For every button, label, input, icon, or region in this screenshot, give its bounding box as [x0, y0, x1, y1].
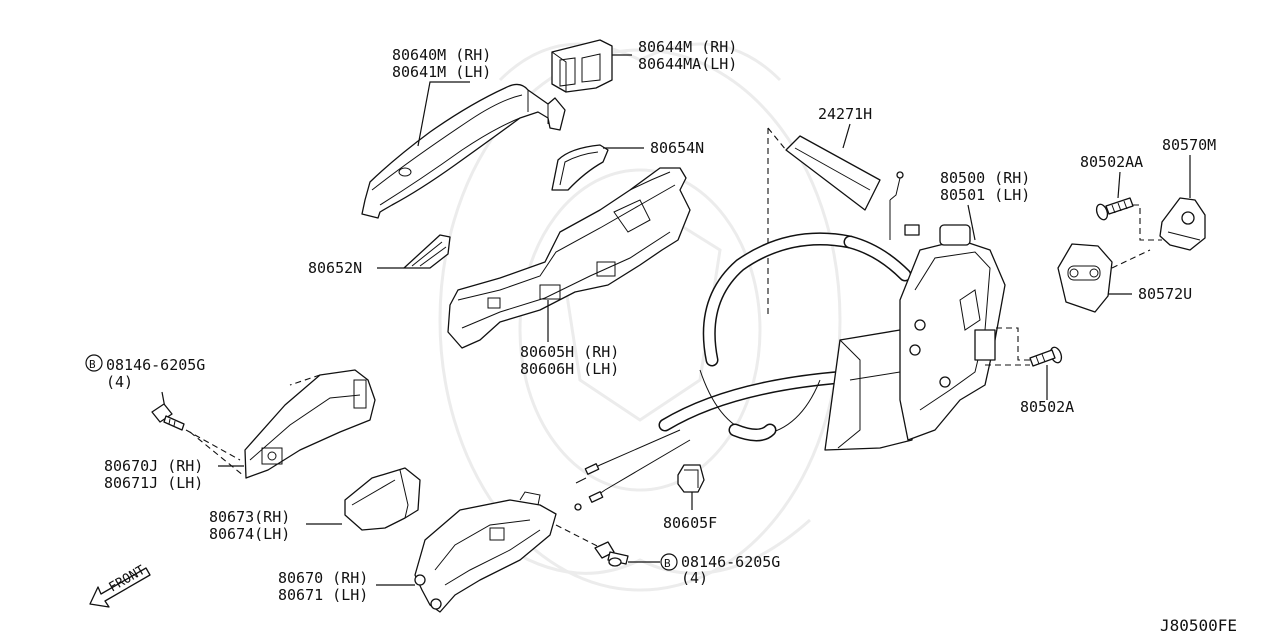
front-indicator: FRONT: [89, 563, 151, 608]
screw-aa-leader: [1117, 171, 1121, 199]
handle-escutcheon-part: [551, 144, 609, 191]
bolt-bottom-label-pn: 08146-6205G: [681, 553, 780, 571]
clip-label: 80605F: [663, 492, 717, 532]
handle-outer-label-rh: 80640M (RH): [392, 46, 491, 64]
screw-a-part: [1029, 346, 1063, 367]
escutcheon-label-rh: 80673(RH): [209, 508, 290, 526]
cover-label-rh: 80644M (RH): [638, 38, 737, 56]
bracket-small-label: 80652N: [308, 259, 404, 277]
striker-part: [1159, 197, 1206, 251]
striker-plate-part: [1057, 243, 1113, 313]
frame-label: 80605H (RH) 80606H (LH): [520, 300, 619, 378]
seal-label: 24271H: [767, 105, 872, 315]
bracket-plate-label: 80670J (RH) 80671J (LH): [104, 457, 244, 492]
handle-cover-part: [551, 39, 613, 93]
handle-outer-label-lh: 80641M (LH): [392, 63, 491, 81]
striker-plate-label: 80572U: [1108, 249, 1192, 303]
striker-label: 80570M: [1162, 136, 1216, 198]
watermark-emblem: [438, 42, 842, 592]
inner-handle-label-rh: 80670 (RH): [278, 569, 368, 587]
inner-handle-label: 80670 (RH) 80671 (LH): [278, 569, 415, 604]
clip-label-text: 80605F: [663, 514, 717, 532]
escutcheon-label: 80673(RH) 80674(LH): [209, 508, 342, 543]
bolt-top-label-qty: (4): [106, 373, 133, 391]
striker-plate-label-text: 80572U: [1138, 285, 1192, 303]
bolt-bottom-label-qty: (4): [681, 569, 708, 587]
bracket-small-label-text: 80652N: [308, 259, 362, 277]
inner-handle-part: [414, 491, 606, 613]
latch-body-part: [824, 224, 1006, 451]
esc-label-text: 80654N: [650, 139, 704, 157]
circled-b-icon: [660, 553, 678, 571]
striker-label-text: 80570M: [1162, 136, 1216, 154]
bolt-top-part: [151, 403, 241, 461]
screw-aa-label-text: 80502AA: [1080, 153, 1143, 171]
handle-outer-label: 80640M (RH) 80641M (LH): [392, 46, 491, 147]
latch-label: 80500 (RH) 80501 (LH): [940, 169, 1030, 241]
latch-leader: [967, 204, 976, 241]
inner-escutcheon-part: [344, 467, 421, 531]
screw-a-label-text: 80502A: [1020, 398, 1074, 416]
screw-aa-label: 80502AA: [1080, 153, 1162, 241]
outside-handle-part: [361, 83, 566, 219]
bracket-plate-part: [189, 369, 376, 479]
frame-label-lh: 80606H (LH): [520, 360, 619, 378]
small-bracket-part: [403, 234, 451, 269]
inner-handle-label-lh: 80671 (LH): [278, 586, 368, 604]
cover-label-lh: 80644MA(LH): [638, 55, 737, 73]
esc-label: 80654N: [603, 139, 704, 157]
latch-label-lh: 80501 (LH): [940, 186, 1030, 204]
latch-label-rh: 80500 (RH): [940, 169, 1030, 187]
bracket-plate-label-lh: 80671J (LH): [104, 474, 203, 492]
screw-aa-part: [1095, 197, 1134, 221]
escutcheon-label-lh: 80674(LH): [209, 525, 290, 543]
circled-b-icon: [85, 354, 103, 372]
handle-outer-leader: [417, 81, 470, 147]
seal-leader: [842, 123, 851, 149]
bolt-top-label: B 08146-6205G (4): [85, 354, 205, 409]
cover-label: 80644M (RH) 80644MA(LH): [612, 38, 737, 73]
seal-part: [785, 135, 881, 211]
seal-label-text: 24271H: [818, 105, 872, 123]
bolt-bottom-marker: B: [664, 557, 671, 570]
screw-a-label: 80502A: [985, 327, 1074, 416]
bolt-top-label-pn: 08146-6205G: [106, 356, 205, 374]
arrow-down-left-icon: [89, 567, 151, 608]
front-label: FRONT: [107, 563, 149, 596]
bolt-bottom-part: [594, 541, 629, 567]
handle-frame-part: [447, 167, 691, 349]
frame-label-rh: 80605H (RH): [520, 343, 619, 361]
bolt-top-marker: B: [89, 358, 96, 371]
bolt-bottom-label: B 08146-6205G (4): [628, 553, 780, 587]
clip-part: [677, 464, 705, 493]
bracket-plate-label-rh: 80670J (RH): [104, 457, 203, 475]
diagram-code: J80500FE: [1160, 616, 1237, 635]
